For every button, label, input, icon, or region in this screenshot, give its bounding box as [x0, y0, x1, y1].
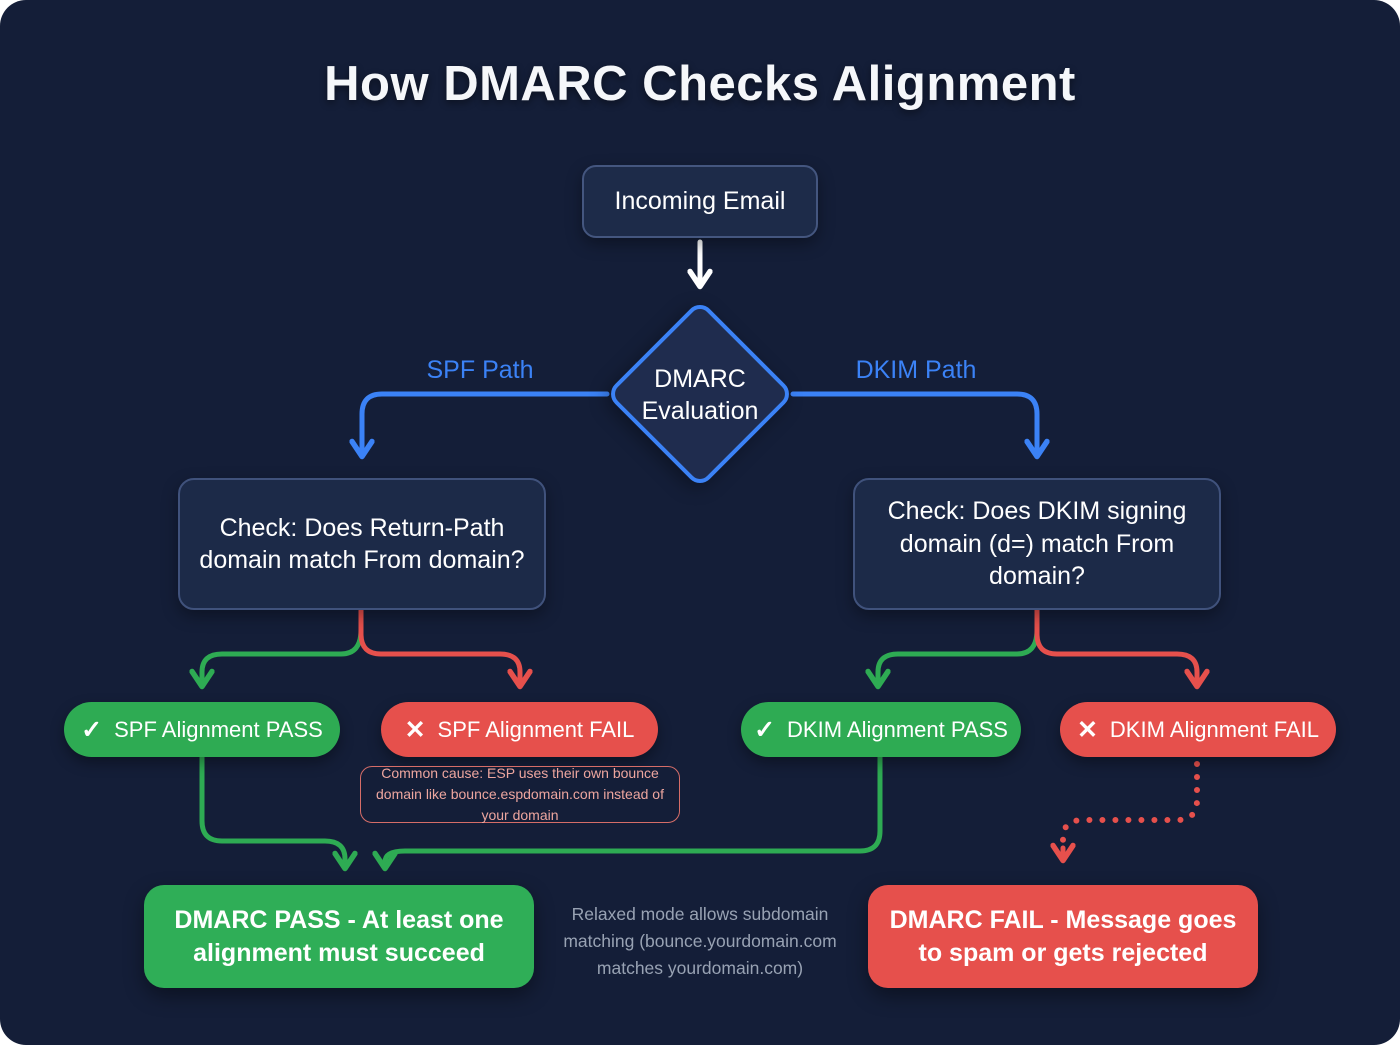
arrow-spf-check-to-pass — [202, 627, 364, 684]
dkim-pass-pill: ✓ DKIM Alignment PASS — [741, 702, 1021, 757]
dmarc-pass-result: DMARC PASS - At least one alignment must… — [144, 885, 534, 988]
dkim-check-label: Check: Does DKIM signing domain (d=) mat… — [887, 497, 1187, 591]
dkim-check-node: Check: Does DKIM signing domain (d=) mat… — [853, 478, 1221, 610]
arrow-evaluation-to-dkim-check — [790, 391, 1037, 454]
arrow-spf-check-to-fail — [358, 607, 520, 684]
arrow-dkim-check-to-fail — [1034, 607, 1197, 684]
check-icon: ✓ — [81, 715, 103, 744]
page-title: How DMARC Checks Alignment — [324, 57, 1076, 111]
dmarc-evaluation-label: DMARC Evaluation — [641, 365, 759, 425]
arrow-spf-pass-to-dmarc-pass — [199, 754, 345, 866]
dkim-path-label: DKIM Path — [855, 356, 977, 384]
x-icon: ✕ — [1076, 715, 1098, 744]
spf-fail-pill: ✕ SPF Alignment FAIL — [381, 702, 658, 757]
dkim-pass-label: DKIM Alignment PASS — [787, 716, 1008, 742]
spf-fail-note: Common cause: ESP uses their own bounce … — [360, 765, 680, 823]
check-icon: ✓ — [754, 715, 776, 744]
spf-check-node: Check: Does Return-Path domain match Fro… — [178, 478, 546, 610]
incoming-email-label: Incoming Email — [614, 187, 786, 215]
spf-fail-label: SPF Alignment FAIL — [437, 716, 635, 742]
relaxed-mode-note: Relaxed mode allows subdomain matching (… — [563, 904, 837, 979]
arrow-dkim-pass-to-dmarc-pass — [385, 754, 883, 866]
spf-fail-note-text: Common cause: ESP uses their own bounce … — [376, 765, 664, 823]
spf-path-label: SPF Path — [426, 356, 534, 384]
dmarc-fail-result: DMARC FAIL - Message goes to spam or get… — [868, 885, 1258, 988]
dmarc-pass-label: DMARC PASS - At least one alignment must… — [174, 906, 504, 967]
dkim-fail-label: DKIM Alignment FAIL — [1109, 716, 1320, 742]
arrow-evaluation-to-spf-check — [362, 391, 610, 454]
spf-check-label: Check: Does Return-Path domain match Fro… — [199, 513, 525, 575]
spf-pass-label: SPF Alignment PASS — [114, 716, 323, 742]
dkim-fail-pill: ✕ DKIM Alignment FAIL — [1060, 702, 1336, 757]
incoming-email-node: Incoming Email — [582, 165, 818, 238]
x-icon: ✕ — [404, 715, 426, 744]
dmarc-fail-label: DMARC FAIL - Message goes to spam or get… — [889, 906, 1237, 967]
arrow-dkim-check-to-pass — [878, 627, 1040, 684]
arrow-dkim-fail-to-dmarc-fail-dotted — [1060, 761, 1200, 853]
spf-pass-pill: ✓ SPF Alignment PASS — [64, 702, 340, 757]
